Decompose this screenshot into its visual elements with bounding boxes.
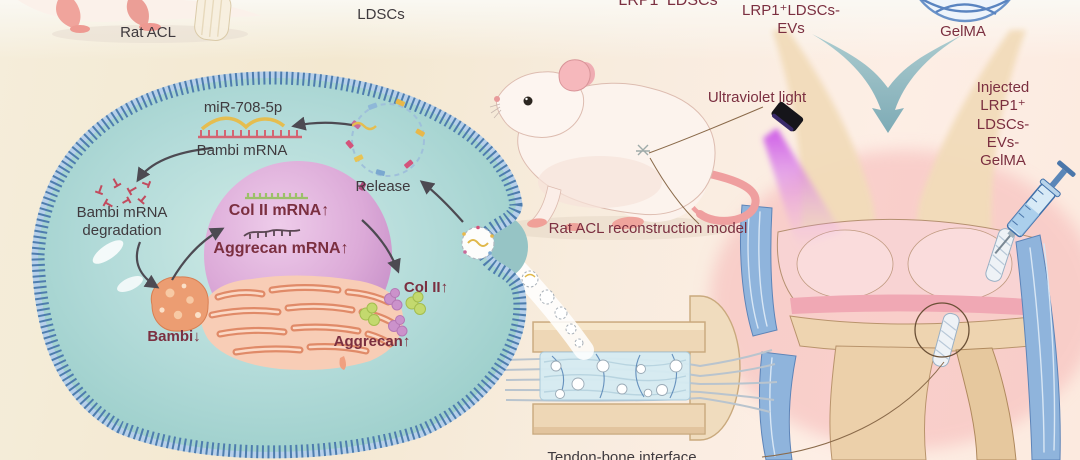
aggrecan-mrna-graphic bbox=[243, 229, 301, 239]
mir-label: miR-708-5p bbox=[203, 99, 283, 116]
gelma-sphere bbox=[919, 0, 1011, 23]
mirna-mrna-graphic bbox=[198, 116, 302, 139]
uv-beam bbox=[763, 128, 842, 250]
acl-ligament bbox=[194, 0, 232, 41]
gelma-label: GelMA bbox=[940, 23, 986, 40]
cell-illustration bbox=[38, 78, 528, 452]
bambi-mrna-label: Bambi mRNA bbox=[196, 142, 288, 159]
endoplasmic-reticulum bbox=[200, 275, 404, 370]
tendon-bone-label: Tendon-bone interface bbox=[547, 449, 697, 460]
rat-limb bbox=[126, 0, 149, 27]
ldscs-label: LDSCs bbox=[357, 6, 405, 23]
fibula bbox=[955, 347, 1017, 460]
endocytosed-ev bbox=[461, 225, 495, 260]
rat-illustration bbox=[489, 59, 760, 240]
bambi-down-label: Bambi↓ bbox=[147, 328, 201, 345]
aggrecan-mrna-label: Aggrecan mRNA↑ bbox=[213, 240, 349, 257]
col2-aggrecan-proteins bbox=[359, 288, 426, 337]
er-drip bbox=[339, 356, 346, 370]
rat-head bbox=[496, 71, 585, 138]
rat-front-leg bbox=[530, 185, 562, 225]
rat-limb bbox=[56, 0, 81, 29]
bambi-degradation-label: Bambi mRNA degradation bbox=[76, 204, 168, 240]
mrna-fragments bbox=[94, 178, 152, 208]
col2-up-label: Col II↑ bbox=[403, 279, 449, 296]
rat-model-label: Rat ACL reconstruction model bbox=[548, 220, 748, 237]
knee-illustration bbox=[710, 30, 1080, 460]
uv-lamp-icon bbox=[771, 101, 804, 132]
pathway-arrows bbox=[135, 116, 464, 289]
syringe-icon bbox=[994, 160, 1076, 255]
lrp1-ldscs-label: LRP1⁺LDSCs bbox=[618, 0, 718, 9]
meniscus bbox=[790, 294, 1041, 316]
rat-tail bbox=[686, 166, 760, 225]
lrp1-ldscs-evs-label: LRP1⁺LDSCs- EVs bbox=[742, 2, 840, 38]
rat-ear bbox=[558, 59, 591, 92]
col2-mrna-graphic bbox=[245, 193, 308, 200]
soft-tissue-right bbox=[916, 30, 1026, 272]
rat-acl-label: Rat ACL bbox=[120, 24, 176, 41]
bambi-protein bbox=[150, 276, 209, 332]
injected-label: Injected LRP1⁺ LDSCs- EVs-GelMA bbox=[976, 79, 1030, 170]
release-plasmid bbox=[345, 98, 425, 191]
surgical-knee-mark bbox=[636, 144, 650, 156]
ultraviolet-label: Ultraviolet light bbox=[707, 89, 807, 106]
rat-hind-foot bbox=[612, 216, 644, 230]
leader-lines bbox=[648, 106, 945, 458]
merge-down-arrow bbox=[812, 34, 964, 133]
release-label: Release bbox=[355, 178, 411, 195]
tibia-shaft bbox=[829, 345, 937, 460]
col2-mrna-label: Col II mRNA↑ bbox=[228, 202, 330, 219]
rat-acl-photo bbox=[18, 0, 262, 43]
aggrecan-up-label: Aggrecan↑ bbox=[333, 333, 411, 350]
rat-eye bbox=[523, 96, 533, 106]
graft-lower bbox=[932, 312, 960, 368]
soft-tissue-left bbox=[772, 30, 876, 272]
ligament-bundles bbox=[739, 204, 1061, 460]
graft-site-marker bbox=[914, 302, 970, 358]
hydrogel-evs bbox=[539, 351, 691, 401]
